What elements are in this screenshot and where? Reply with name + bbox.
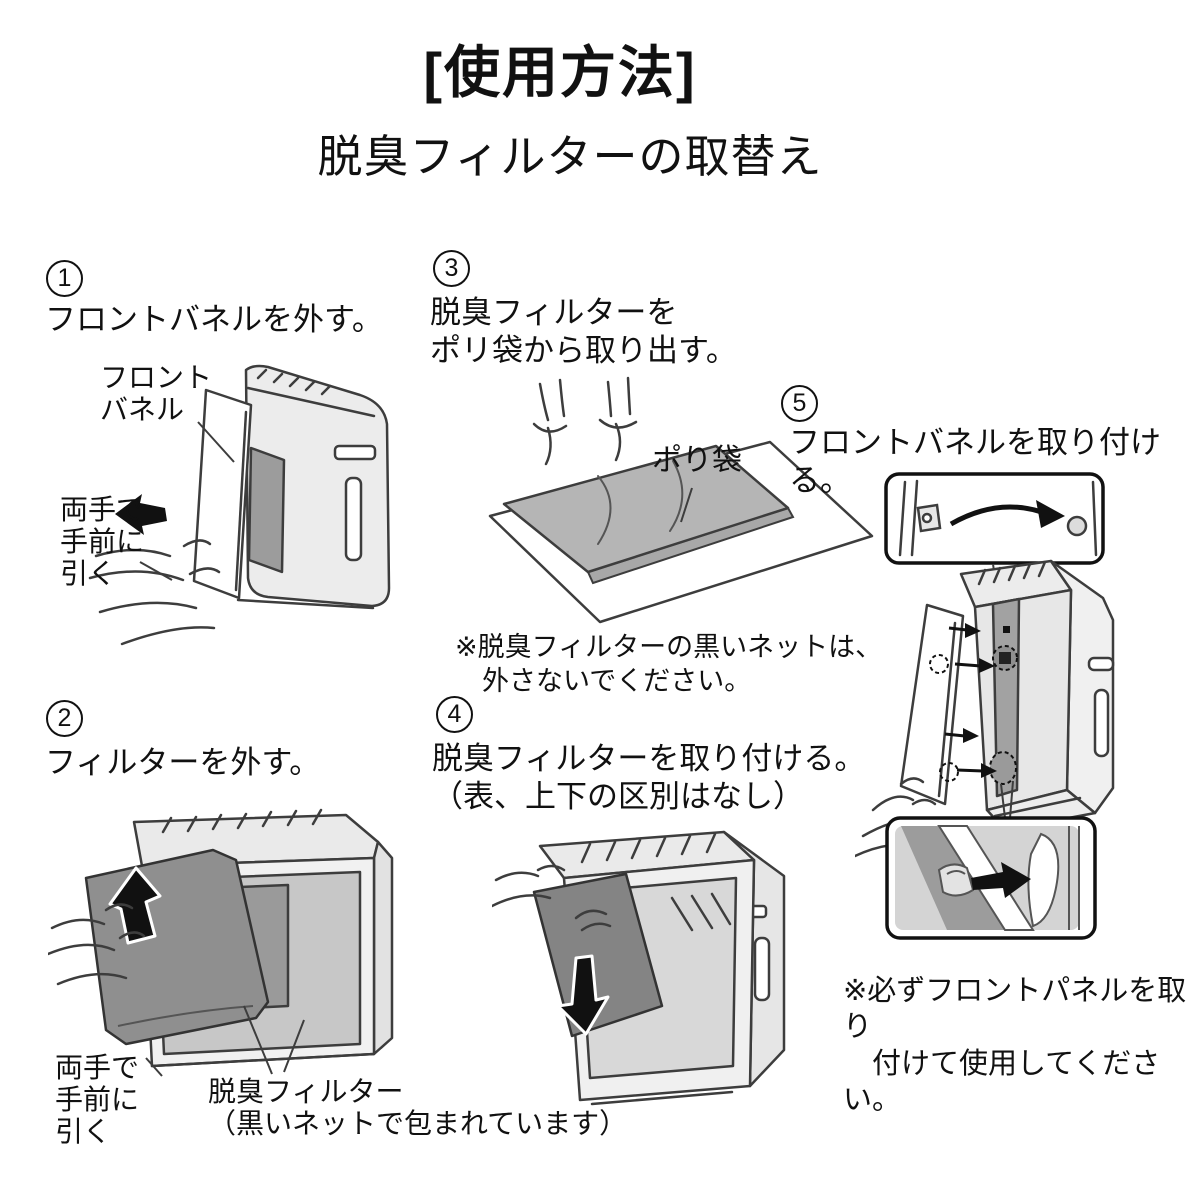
step4-number: 4 (436, 696, 473, 733)
insert-arrow-icon (556, 954, 610, 1036)
front-panel-shape (899, 603, 965, 806)
step2-number: 2 (46, 700, 83, 737)
hook-arrow-icon (949, 504, 1048, 527)
step5-instruction: フロントバネルを取り付ける。 (789, 425, 1161, 498)
step3-note: ※脱臭フィルターの黒いネットは、 外さないでください。 (455, 632, 883, 696)
step1-instruction: フロントバネルを外す。 (45, 302, 383, 337)
step1-illustration (88, 364, 391, 646)
hands-drawing (532, 376, 638, 466)
attach-arrow-icons (944, 623, 1010, 778)
hands-drawing (88, 539, 221, 646)
air-purifier-side-view (192, 364, 391, 610)
step3-illustration (488, 376, 874, 624)
leader-lines (139, 421, 235, 581)
label-pull-both-hands-2: 両手で 手前に 引く (55, 1052, 140, 1147)
step3-instruction: 脱臭フィルターを ポリ袋から取り出す。 (430, 295, 737, 368)
step2-instruction: フィルターを外す。 (45, 745, 321, 780)
top-clip-inset (884, 472, 1105, 565)
bottom-clip-inset (885, 816, 1097, 940)
label-pull-both-hands-1: 両手で 手前に 引く (60, 494, 145, 589)
hands-drawing (492, 864, 612, 932)
lift-arrow-icon (108, 866, 162, 945)
slot-arrow-icon (971, 862, 1031, 898)
step2-illustration (48, 808, 394, 1077)
pull-arrow-icon (115, 494, 167, 535)
page-subtitle: 脱臭フィルターの取替え (317, 131, 823, 182)
filter-in-bag-shape (502, 444, 790, 574)
label-front-panel: フロント バネル (100, 362, 213, 425)
step5-number: 5 (781, 385, 818, 422)
page-title: [使用方法] (423, 41, 697, 104)
filter-folds (597, 460, 684, 545)
air-purifier-attach-view (899, 559, 1115, 832)
step5-illustration (855, 472, 1115, 940)
leader-line (680, 487, 693, 523)
label-poly-bag: ポり袋 (652, 444, 742, 477)
step3-number: 3 (433, 250, 470, 287)
deodorizing-filter-shape (532, 872, 664, 1038)
hands-drawing (48, 903, 146, 986)
step1-number: 1 (46, 260, 83, 297)
front-panel-shape (192, 388, 253, 600)
label-deodorizing-filter: 脱臭フィルター （黒いネットで包まれています） (208, 1076, 628, 1139)
step4-illustration (492, 830, 786, 1106)
step4-instruction: 脱臭フィルターを取り付ける。 （表、上下の区別はなし） (432, 741, 866, 814)
leader-lines (145, 1005, 305, 1077)
step5-note: ※必ずフロントパネルを取り 付けて使用してください。 (843, 975, 1187, 1116)
inset-leader-lines (1000, 780, 1014, 819)
